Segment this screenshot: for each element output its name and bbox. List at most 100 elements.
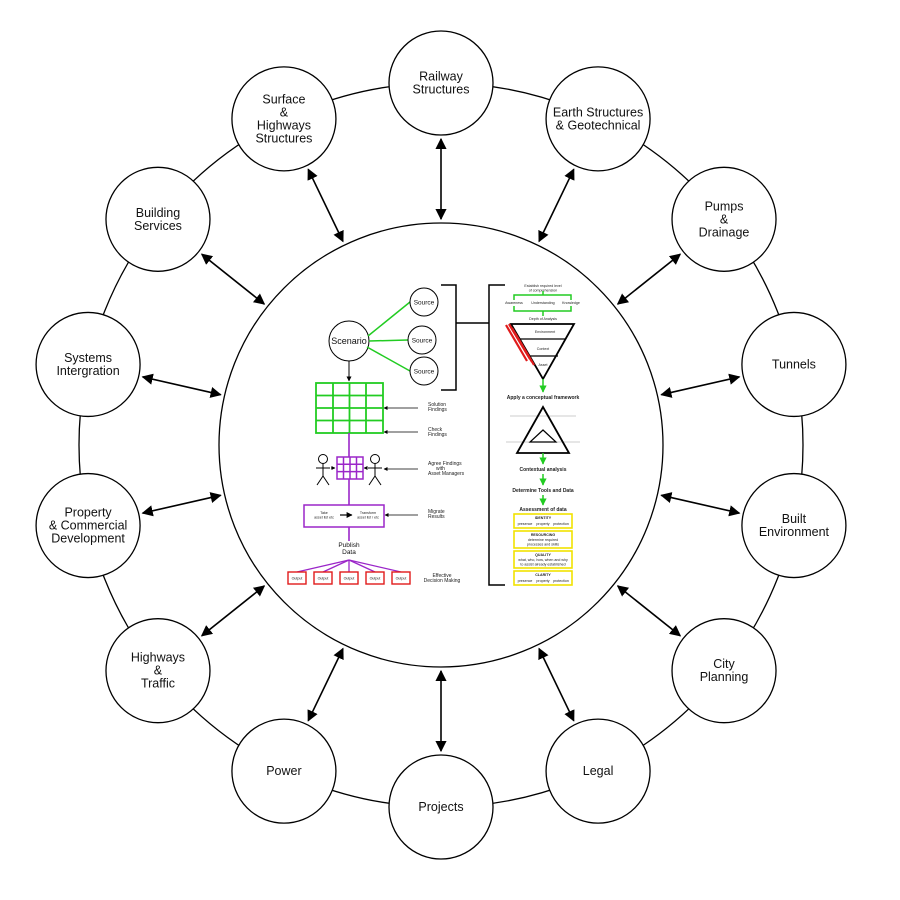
connection-arrows — [141, 137, 741, 753]
node-circle — [741, 311, 847, 418]
node-circle — [231, 718, 337, 824]
arrow-highways — [200, 585, 266, 637]
svg-text:to assist already established: to assist already established — [520, 563, 565, 567]
scenario-source-link — [366, 346, 411, 372]
yellow-box-quality: QUALITY what, who, how, when and why to … — [513, 550, 573, 569]
arrow-power — [307, 647, 344, 722]
output-label: Output — [318, 577, 329, 581]
asset-manager-figure — [316, 454, 330, 486]
method-bracket — [488, 284, 505, 586]
svg-text:determine required: determine required — [528, 538, 558, 542]
arrow-surface — [307, 168, 344, 243]
output-box: Output — [391, 571, 411, 585]
output-box: Output — [313, 571, 333, 585]
arrow-systems — [141, 373, 222, 398]
node-circle — [388, 30, 494, 136]
node-circle — [35, 311, 141, 418]
process-box — [303, 504, 385, 528]
svg-text:presence: presence — [518, 522, 533, 526]
output-label: Output — [396, 577, 407, 581]
method-understanding: Understanding — [531, 301, 554, 305]
determine-tools-label: Determine Tools and Data — [512, 488, 574, 494]
output-label: Output — [370, 577, 381, 581]
arrow-property — [141, 492, 222, 517]
node-circle — [545, 66, 651, 172]
node-circle — [35, 472, 141, 579]
node-label: Tunnels — [772, 357, 816, 371]
svg-text:property: property — [536, 579, 549, 583]
node-circle — [105, 166, 211, 272]
asset-manager-figure — [368, 454, 382, 486]
funnel-asset: Asset — [539, 363, 548, 367]
assessment-label: Assessment of data — [519, 507, 566, 513]
node-highways[interactable]: Highways&Traffic — [105, 618, 211, 724]
node-earth[interactable]: Earth Structures& Geotechnical — [545, 66, 651, 172]
funnel-environment: Environment — [535, 330, 555, 334]
source-node: Source — [409, 287, 439, 317]
node-label: Legal — [583, 764, 614, 778]
svg-text:RESOURCING: RESOURCING — [531, 533, 556, 537]
arrow-pumps — [616, 253, 682, 305]
node-circle — [671, 618, 777, 724]
scenario-source-link — [367, 301, 411, 337]
arrow-built — [660, 492, 741, 517]
svg-text:property: property — [536, 522, 549, 526]
sources-bracket — [441, 284, 457, 391]
svg-text:processes and skills: processes and skills — [527, 543, 559, 547]
svg-text:protection: protection — [553, 522, 569, 526]
funnel-context: Context — [537, 347, 549, 351]
process-diagram: Scenario Source Source Source — [287, 284, 580, 586]
funnel-red-marks — [505, 323, 535, 366]
node-label: Pumps&Drainage — [699, 199, 750, 239]
depth-label: Depth of Analysis — [529, 317, 557, 321]
output-label: Output — [292, 577, 303, 581]
node-circle — [741, 472, 847, 579]
node-label: Power — [266, 764, 301, 778]
svg-text:protection: protection — [553, 579, 569, 583]
node-circle — [671, 166, 777, 272]
contextual-analysis-label: Contextual analysis — [520, 467, 567, 473]
node-circle — [545, 718, 651, 824]
node-pumps[interactable]: Pumps&Drainage — [671, 166, 777, 272]
arrow-building — [200, 253, 266, 305]
node-label: Earth Structures& Geotechnical — [553, 105, 643, 132]
node-circle — [231, 66, 337, 172]
framework-inner-triangle — [528, 429, 558, 443]
node-circle — [105, 618, 211, 724]
yellow-box-identity: IDENTITY presence property protection — [513, 513, 573, 529]
arrow-city — [616, 585, 682, 637]
node-power[interactable]: Power — [231, 718, 337, 824]
output-box: Output — [339, 571, 359, 585]
node-label: Projects — [418, 800, 463, 814]
node-legal[interactable]: Legal — [545, 718, 651, 824]
arrow-earth — [538, 168, 575, 243]
source-label: Source — [412, 338, 433, 345]
source-label: Source — [414, 369, 435, 376]
publish-fan — [296, 559, 402, 573]
node-label: Highways&Traffic — [131, 651, 185, 691]
yellow-box-clarity: CLARITY presence property protection — [513, 570, 573, 586]
node-tunnels[interactable]: Tunnels — [741, 311, 847, 418]
node-projects[interactable]: Projects — [388, 754, 494, 860]
method-awareness: Awareness — [505, 301, 523, 305]
scenario-label: Scenario — [331, 336, 367, 346]
svg-text:CLARITY: CLARITY — [535, 573, 551, 577]
